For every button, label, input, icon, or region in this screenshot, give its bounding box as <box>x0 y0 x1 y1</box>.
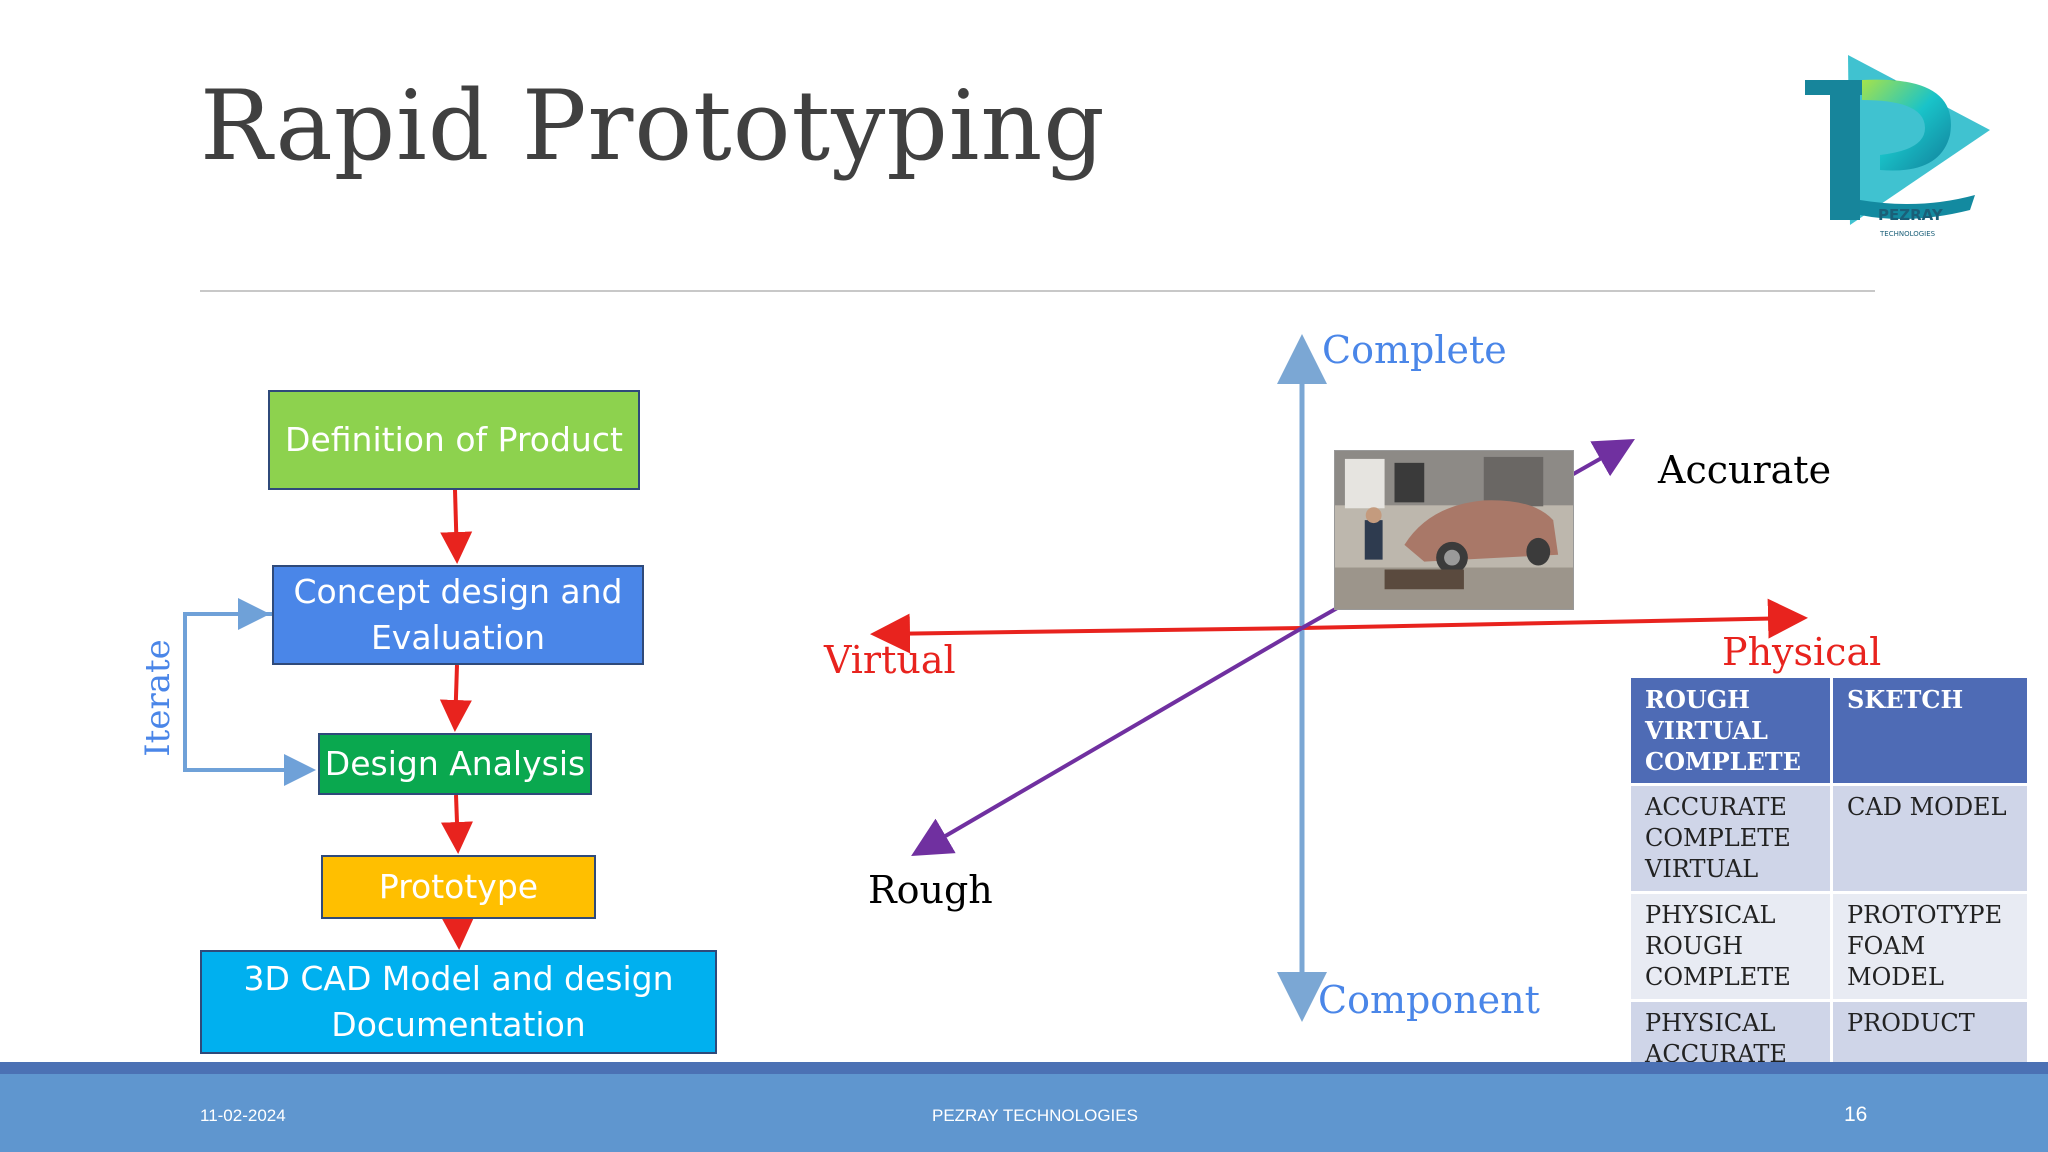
title-divider <box>200 290 1875 292</box>
table-header-cell: ROUGH VIRTUAL COMPLETE <box>1628 675 1833 786</box>
iterate-label: Iterate <box>138 639 178 757</box>
axis-label-physical: Physical <box>1722 630 1882 674</box>
prototype-type-table: ROUGH VIRTUAL COMPLETE SKETCH ACCURATE C… <box>1628 675 2030 1110</box>
axis-label-complete: Complete <box>1322 328 1507 372</box>
footer-accent-strip <box>0 1062 2048 1074</box>
table-row: ACCURATE COMPLETE VIRTUAL CAD MODEL <box>1628 783 2030 894</box>
flow-arrow-1 <box>440 489 473 564</box>
slide-title: Rapid Prototyping <box>200 70 1106 182</box>
logo-text-technologies: TECHNOLOGIES <box>1879 230 1936 238</box>
footer-date: 11-02-2024 <box>200 1106 286 1125</box>
logo-text-pezray: PEZRAY <box>1878 206 1944 224</box>
page-number: 16 <box>1844 1103 1868 1126</box>
flow-arrow-2 <box>439 664 472 732</box>
table-cell: CAD MODEL <box>1830 783 2030 894</box>
table-cell: ACCURATE COMPLETE VIRTUAL <box>1628 783 1833 894</box>
axis-label-rough: Rough <box>868 868 993 912</box>
step-prototype: Prototype <box>321 855 596 919</box>
table-cell: PROTOTYPE FOAM MODEL <box>1830 891 2030 1002</box>
table-row: PHYSICAL ROUGH COMPLETE PROTOTYPE FOAM M… <box>1628 891 2030 1002</box>
axis-label-component: Component <box>1318 978 1540 1022</box>
axis-label-virtual: Virtual <box>824 638 956 682</box>
pezray-logo: PEZRAY TECHNOLOGIES <box>1805 55 1990 238</box>
flow-arrow-4 <box>441 917 474 950</box>
step-concept-design: Concept design and Evaluation <box>272 565 644 665</box>
footer-bar <box>0 1062 2048 1152</box>
table-header-cell: SKETCH <box>1830 675 2030 786</box>
step-design-analysis: Design Analysis <box>318 733 592 795</box>
step-3d-cad-model: 3D CAD Model and design Documentation <box>200 950 717 1054</box>
axis-label-accurate: Accurate <box>1658 448 1832 492</box>
step-definition-of-product: Definition of Product <box>268 390 640 490</box>
car-clay-model-photo <box>1334 450 1574 610</box>
horizontal-axis <box>1301 598 1808 639</box>
footer-company: PEZRAY TECHNOLOGIES <box>932 1106 1138 1125</box>
table-cell: PHYSICAL ROUGH COMPLETE <box>1628 891 1833 1002</box>
flow-arrow-3 <box>440 794 473 854</box>
